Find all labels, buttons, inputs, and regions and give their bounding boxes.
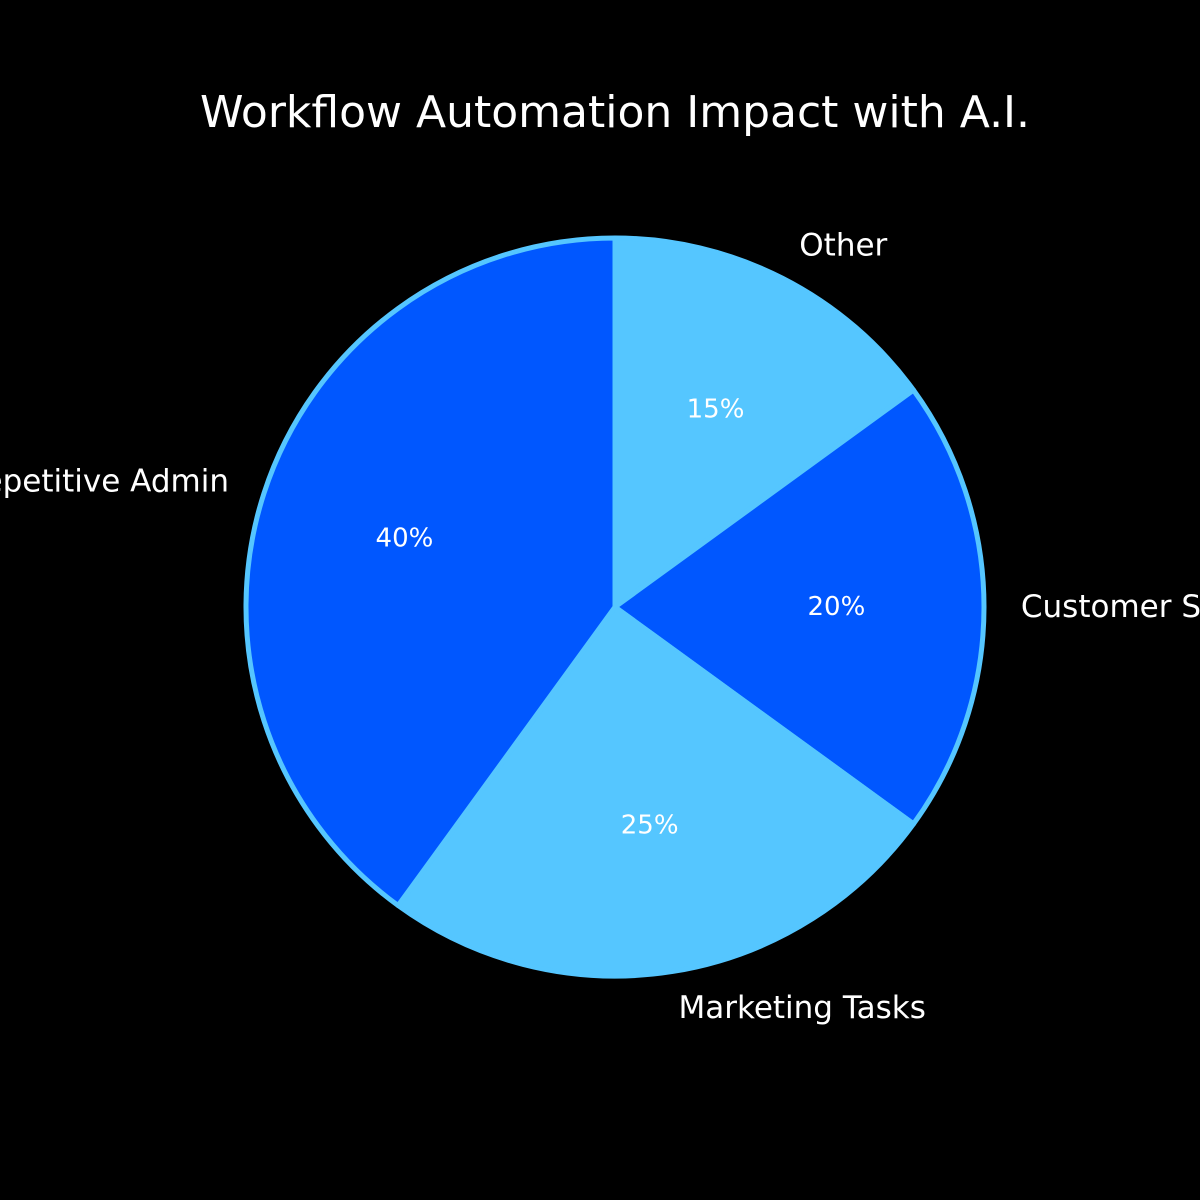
slice-percent-marketing-tasks: 25%: [621, 811, 679, 841]
slice-label-marketing-tasks: Marketing Tasks: [678, 990, 925, 1026]
pie-slice-repetitive-admin: [243, 235, 618, 909]
pie-slices: [243, 235, 987, 979]
pie-slice-marketing-tasks: [395, 604, 917, 979]
slice-label-customer-support: Customer Support: [1021, 589, 1200, 625]
chart-title: Workflow Automation Impact with A.I.: [200, 87, 1030, 138]
slice-percent-customer-support: 20%: [808, 592, 866, 622]
pie-labels: Other 15% Customer Support 20% Marketing Tas…: [0, 227, 1200, 1026]
pie-slice-customer-support: [612, 387, 987, 827]
slice-label-other: Other: [799, 227, 887, 263]
slice-label-repetitive-admin: Repetitive Admin: [0, 464, 229, 500]
pie-slice-other: [612, 235, 917, 610]
slice-percent-repetitive-admin: 40%: [376, 524, 434, 554]
slice-percent-other: 15%: [687, 395, 745, 425]
